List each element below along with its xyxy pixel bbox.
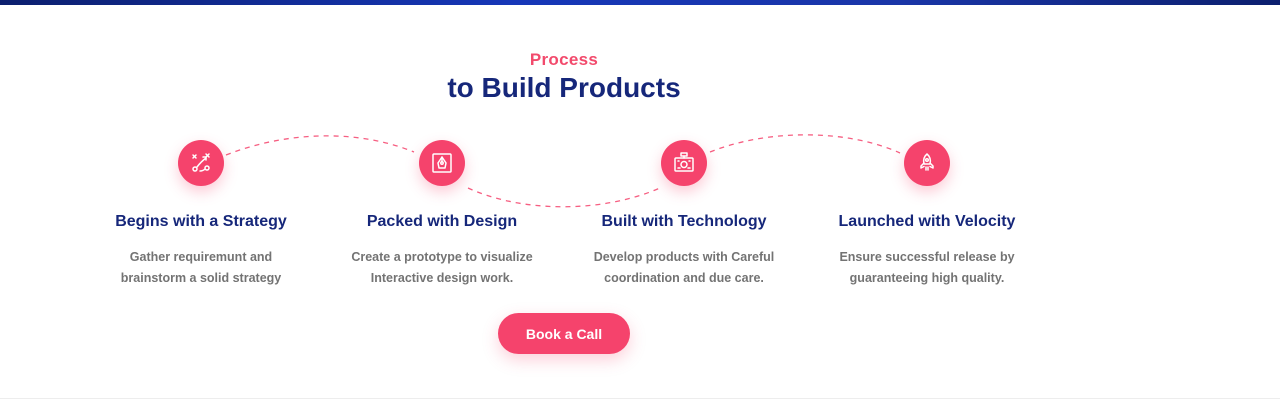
process-step-technology: Built with Technology Develop products w… xyxy=(564,140,804,289)
step-description: Develop products with Careful coordinati… xyxy=(593,250,775,285)
step-title: Begins with a Strategy xyxy=(115,213,287,230)
strategy-icon xyxy=(178,140,224,186)
top-nav-band xyxy=(0,0,1280,5)
rocket-icon xyxy=(904,140,950,186)
section-eyebrow: Process xyxy=(529,50,599,69)
pen-tool-icon xyxy=(419,140,465,186)
process-step-design: Packed with Design Create a prototype to… xyxy=(322,140,562,289)
section-title: to Build Products xyxy=(447,72,681,103)
process-step-velocity: Launched with Velocity Ensure successful… xyxy=(807,140,1047,289)
process-step-strategy: Begins with a Strategy Gather requiremun… xyxy=(81,140,321,289)
step-description: Ensure successful release by guaranteein… xyxy=(839,250,1015,285)
step-title: Built with Technology xyxy=(601,213,767,230)
step-description: Create a prototype to visualize Interact… xyxy=(351,250,533,285)
technology-icon xyxy=(661,140,707,186)
section-divider xyxy=(0,398,1280,399)
book-a-call-button[interactable]: Book a Call xyxy=(498,313,630,354)
step-title: Packed with Design xyxy=(366,213,518,230)
step-description: Gather requiremunt and brainstorm a soli… xyxy=(120,250,282,285)
step-title: Launched with Velocity xyxy=(838,213,1016,230)
